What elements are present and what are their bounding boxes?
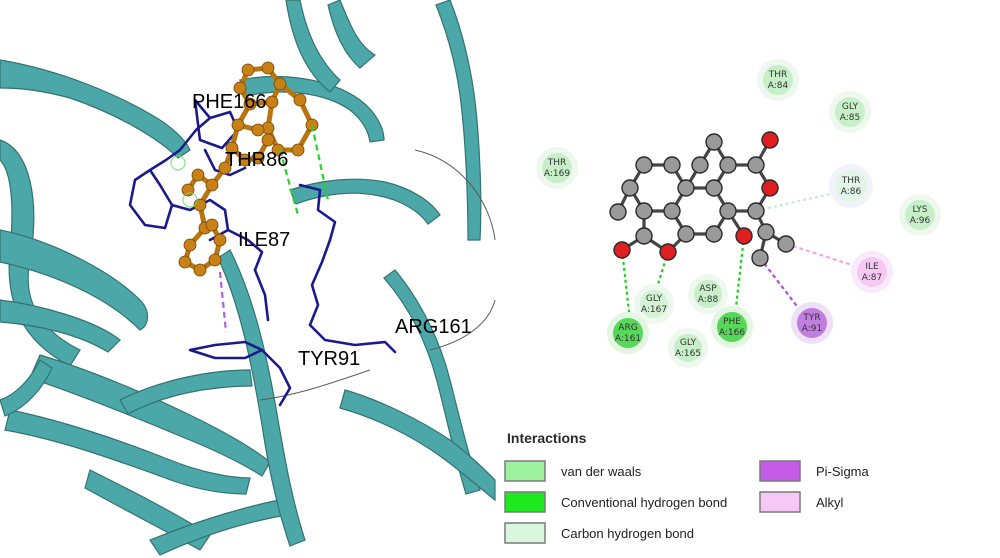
legend-item-conventional-hbond: Conventional hydrogen bond [504, 491, 727, 513]
residue-gly85: GLY A:85 [829, 91, 871, 133]
residue-name: ASP [699, 284, 717, 294]
legend-title: Interactions [507, 430, 587, 446]
residue-ile87: ILE A:87 [851, 251, 893, 293]
residue-chain: A:84 [768, 81, 789, 91]
residue-chain: A:165 [675, 349, 701, 359]
residue-thr169: THR A:169 [536, 147, 578, 189]
legend-label: Pi-Sigma [816, 464, 870, 479]
h-bond-halos [170, 155, 198, 208]
residue-name: THR [768, 70, 788, 80]
legend-label: Conventional hydrogen bond [561, 495, 727, 510]
residue-chain: A:88 [698, 295, 719, 305]
legend-item-pi-sigma: Pi-Sigma [759, 460, 870, 482]
legend-label: van der waals [561, 464, 642, 479]
residue-chain: A:96 [910, 216, 931, 226]
residue-chain: A:91 [802, 324, 822, 334]
interaction-dashes-3d [218, 124, 330, 333]
legend-swatch [504, 522, 546, 544]
label-3d-tyr91: TYR91 [298, 348, 360, 370]
residue-chain: A:166 [719, 328, 745, 338]
residue-name: GLY [842, 102, 859, 112]
legend-swatch [504, 491, 546, 513]
residue-name: LYS [912, 205, 927, 215]
legend-swatch [759, 491, 801, 513]
label-3d-ile87: ILE87 [238, 229, 290, 251]
residue-asp88: ASP A:88 [688, 274, 728, 314]
residue-name: ILE [865, 262, 879, 272]
label-3d-phe166: PHE166 [192, 91, 267, 113]
residue-labels-3d: PHE166 THR86 ILE87 TYR91 ARG161 [192, 91, 472, 370]
legend-label: Alkyl [816, 495, 844, 510]
ligand-ball-stick [178, 61, 319, 277]
legend-item-vdw: van der waals [504, 460, 642, 482]
residue-name: ARG [618, 323, 637, 333]
legend-item-carbon-hbond: Carbon hydrogen bond [504, 522, 694, 544]
residue-lys96: LYS A:96 [899, 194, 941, 236]
residue-arg161: ARG A:161 [607, 312, 649, 354]
label-3d-arg161: ARG161 [395, 316, 472, 338]
residue-name: GLY [646, 294, 663, 304]
protein-3d-view: PHE166 THR86 ILE87 TYR91 ARG161 [0, 0, 496, 558]
residue-tyr91: TYR A:91 [791, 302, 833, 344]
residue-chain: A:87 [862, 273, 882, 283]
protein-ribbon [0, 0, 496, 556]
label-3d-thr86: THR86 [225, 149, 288, 171]
residue-name: THR [547, 158, 567, 168]
residue-chain: A:86 [841, 187, 862, 197]
legend-label: Carbon hydrogen bond [561, 526, 694, 541]
residue-gly165: GLY A:165 [668, 328, 708, 368]
interactions-legend: Interactions van der waals Conventional … [504, 430, 870, 544]
residue-name: GLY [680, 338, 697, 348]
residue-discs: THR A:84 GLY A:85 THR A:169 THR A:86 [536, 59, 941, 368]
residue-gly167: GLY A:167 [634, 284, 674, 324]
legend-item-alkyl: Alkyl [759, 491, 844, 513]
ligand-2d [609, 131, 795, 267]
residue-name: PHE [723, 317, 741, 327]
legend-swatch [504, 460, 546, 482]
residue-name: TYR [802, 313, 820, 323]
legend-swatch [759, 460, 801, 482]
residue-phe166: PHE A:166 [711, 306, 753, 348]
residue-chain: A:169 [544, 169, 570, 179]
residue-thr84: THR A:84 [757, 59, 799, 101]
residue-name: THR [841, 176, 861, 186]
ribbon-outline-strokes [259, 149, 496, 401]
interaction-2d-map: THR A:84 GLY A:85 THR A:169 THR A:86 [504, 59, 941, 544]
residue-chain: A:161 [615, 334, 641, 344]
residue-chain: A:85 [840, 113, 860, 123]
residue-thr86: THR A:86 [829, 164, 873, 208]
residue-chain: A:167 [641, 305, 667, 315]
